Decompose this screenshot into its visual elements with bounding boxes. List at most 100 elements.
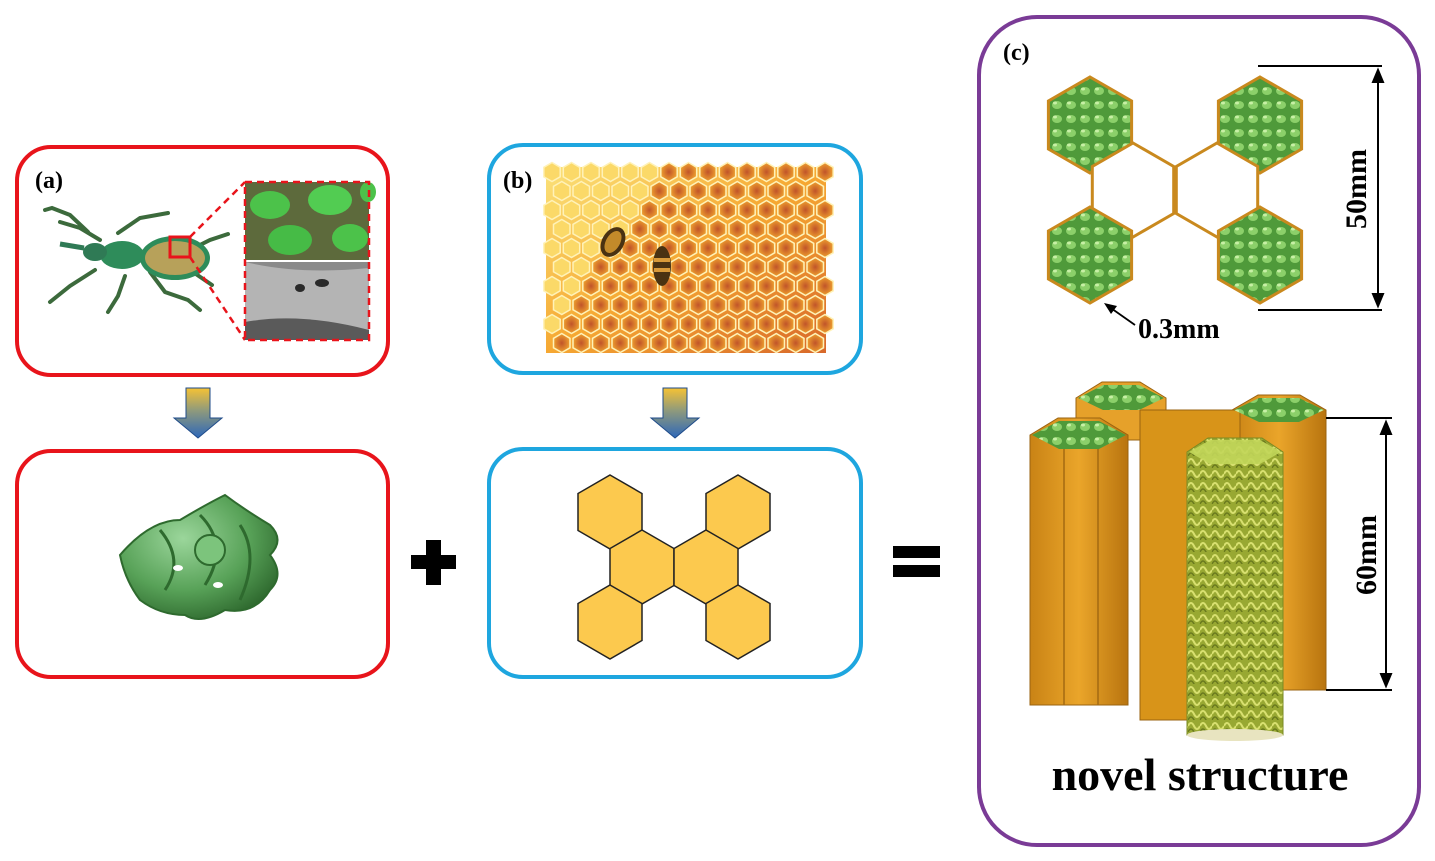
bee-1 bbox=[600, 227, 626, 257]
honey-cell bbox=[543, 313, 561, 335]
honey-cell bbox=[591, 218, 610, 240]
honey-cell bbox=[786, 218, 805, 240]
honey-cell bbox=[806, 256, 825, 278]
down-arrow-a bbox=[172, 387, 224, 439]
honey-cell bbox=[650, 218, 669, 240]
panel-a-bottom bbox=[15, 449, 390, 679]
label-a: (a) bbox=[35, 168, 63, 194]
honey-cell bbox=[562, 237, 581, 259]
honey-cell bbox=[728, 180, 747, 202]
honey-cell bbox=[757, 161, 776, 183]
dim-60mm-text: 60mm bbox=[1350, 515, 1383, 595]
gyroid-unit bbox=[118, 493, 279, 620]
honey-cell bbox=[767, 218, 786, 240]
panel-b-top bbox=[487, 143, 863, 375]
honey-cell bbox=[747, 180, 766, 202]
dimension-50mm bbox=[1258, 65, 1385, 311]
honey-cell bbox=[591, 294, 610, 316]
honey-cell bbox=[699, 313, 717, 335]
honey-cell bbox=[669, 256, 688, 278]
honey-cell bbox=[669, 180, 688, 202]
honey-cell bbox=[777, 237, 795, 259]
label-c: (c) bbox=[1003, 40, 1030, 66]
honey-cell bbox=[747, 218, 766, 240]
honey-cell bbox=[552, 218, 571, 240]
honey-cell bbox=[621, 275, 639, 297]
honey-cell bbox=[728, 256, 747, 278]
gyroid-hexagon bbox=[1046, 75, 1134, 175]
caption-novel-structure: novel structure bbox=[1051, 749, 1349, 800]
honey-cell bbox=[747, 332, 766, 354]
plus-sign bbox=[411, 540, 456, 585]
honey-cell bbox=[591, 332, 610, 354]
honey-cell bbox=[806, 180, 825, 202]
honey-cell bbox=[796, 275, 815, 297]
inset-frame bbox=[243, 180, 371, 342]
honey-cell bbox=[806, 332, 825, 354]
honey-cell bbox=[718, 199, 737, 221]
honey-cell bbox=[660, 313, 678, 335]
dim-thickness-text: 0.3mm bbox=[1138, 314, 1220, 345]
dim-50mm-text: 50mm bbox=[1340, 149, 1373, 229]
honey-cell bbox=[611, 256, 630, 278]
honey-cell bbox=[786, 294, 805, 316]
honey-cell bbox=[572, 294, 591, 316]
honey-cell bbox=[767, 180, 786, 202]
honey-cell bbox=[689, 256, 708, 278]
honey-cell bbox=[650, 180, 669, 202]
honey-cell bbox=[582, 313, 600, 335]
honey-cell bbox=[601, 275, 620, 297]
honey-cell bbox=[757, 199, 776, 221]
honey-cell bbox=[747, 294, 766, 316]
honey-cell bbox=[806, 218, 825, 240]
honey-cell bbox=[562, 161, 581, 183]
honey-cell bbox=[738, 161, 756, 183]
honey-cell bbox=[630, 332, 649, 354]
honey-cell bbox=[582, 199, 600, 221]
honey-cell bbox=[640, 237, 659, 259]
honey-cell bbox=[552, 332, 571, 354]
honey-cell bbox=[757, 313, 776, 335]
honey-cell bbox=[816, 199, 834, 221]
honey-cell bbox=[640, 199, 659, 221]
panel-b-bottom bbox=[487, 447, 863, 679]
hexagon-arrangement bbox=[577, 474, 771, 660]
honey-cell bbox=[786, 256, 805, 278]
honey-cell bbox=[816, 313, 834, 335]
honey-cell bbox=[747, 256, 766, 278]
honey-cell bbox=[630, 294, 649, 316]
honey-cell bbox=[689, 180, 708, 202]
honey-cell bbox=[777, 161, 795, 183]
honey-cell bbox=[708, 180, 727, 202]
honey-cell bbox=[640, 275, 659, 297]
honey-cell bbox=[611, 332, 630, 354]
honey-cell bbox=[708, 256, 727, 278]
honey-cell bbox=[708, 218, 727, 240]
honey-cell bbox=[572, 256, 591, 278]
honey-cell bbox=[572, 180, 591, 202]
honey-cell bbox=[786, 180, 805, 202]
honey-cell bbox=[621, 313, 639, 335]
honey-cell bbox=[572, 218, 591, 240]
honey-cell bbox=[601, 199, 620, 221]
honey-cell bbox=[543, 237, 561, 259]
honey-cell bbox=[718, 275, 737, 297]
honey-cell bbox=[543, 161, 561, 183]
zoom-line-top bbox=[189, 181, 246, 238]
honey-cell bbox=[660, 161, 678, 183]
panel-c bbox=[977, 15, 1421, 847]
honey-cell bbox=[621, 161, 639, 183]
honey-cell bbox=[679, 237, 698, 259]
honey-cell bbox=[562, 313, 581, 335]
honey-cell bbox=[738, 275, 756, 297]
honey-cell bbox=[552, 180, 571, 202]
honey-cell bbox=[689, 218, 708, 240]
honey-cell bbox=[640, 161, 659, 183]
honey-cell bbox=[708, 332, 727, 354]
honey-cell bbox=[552, 294, 571, 316]
honey-cell bbox=[669, 294, 688, 316]
honey-cell bbox=[699, 199, 717, 221]
honey-cell bbox=[728, 332, 747, 354]
honey-cell bbox=[582, 237, 600, 259]
